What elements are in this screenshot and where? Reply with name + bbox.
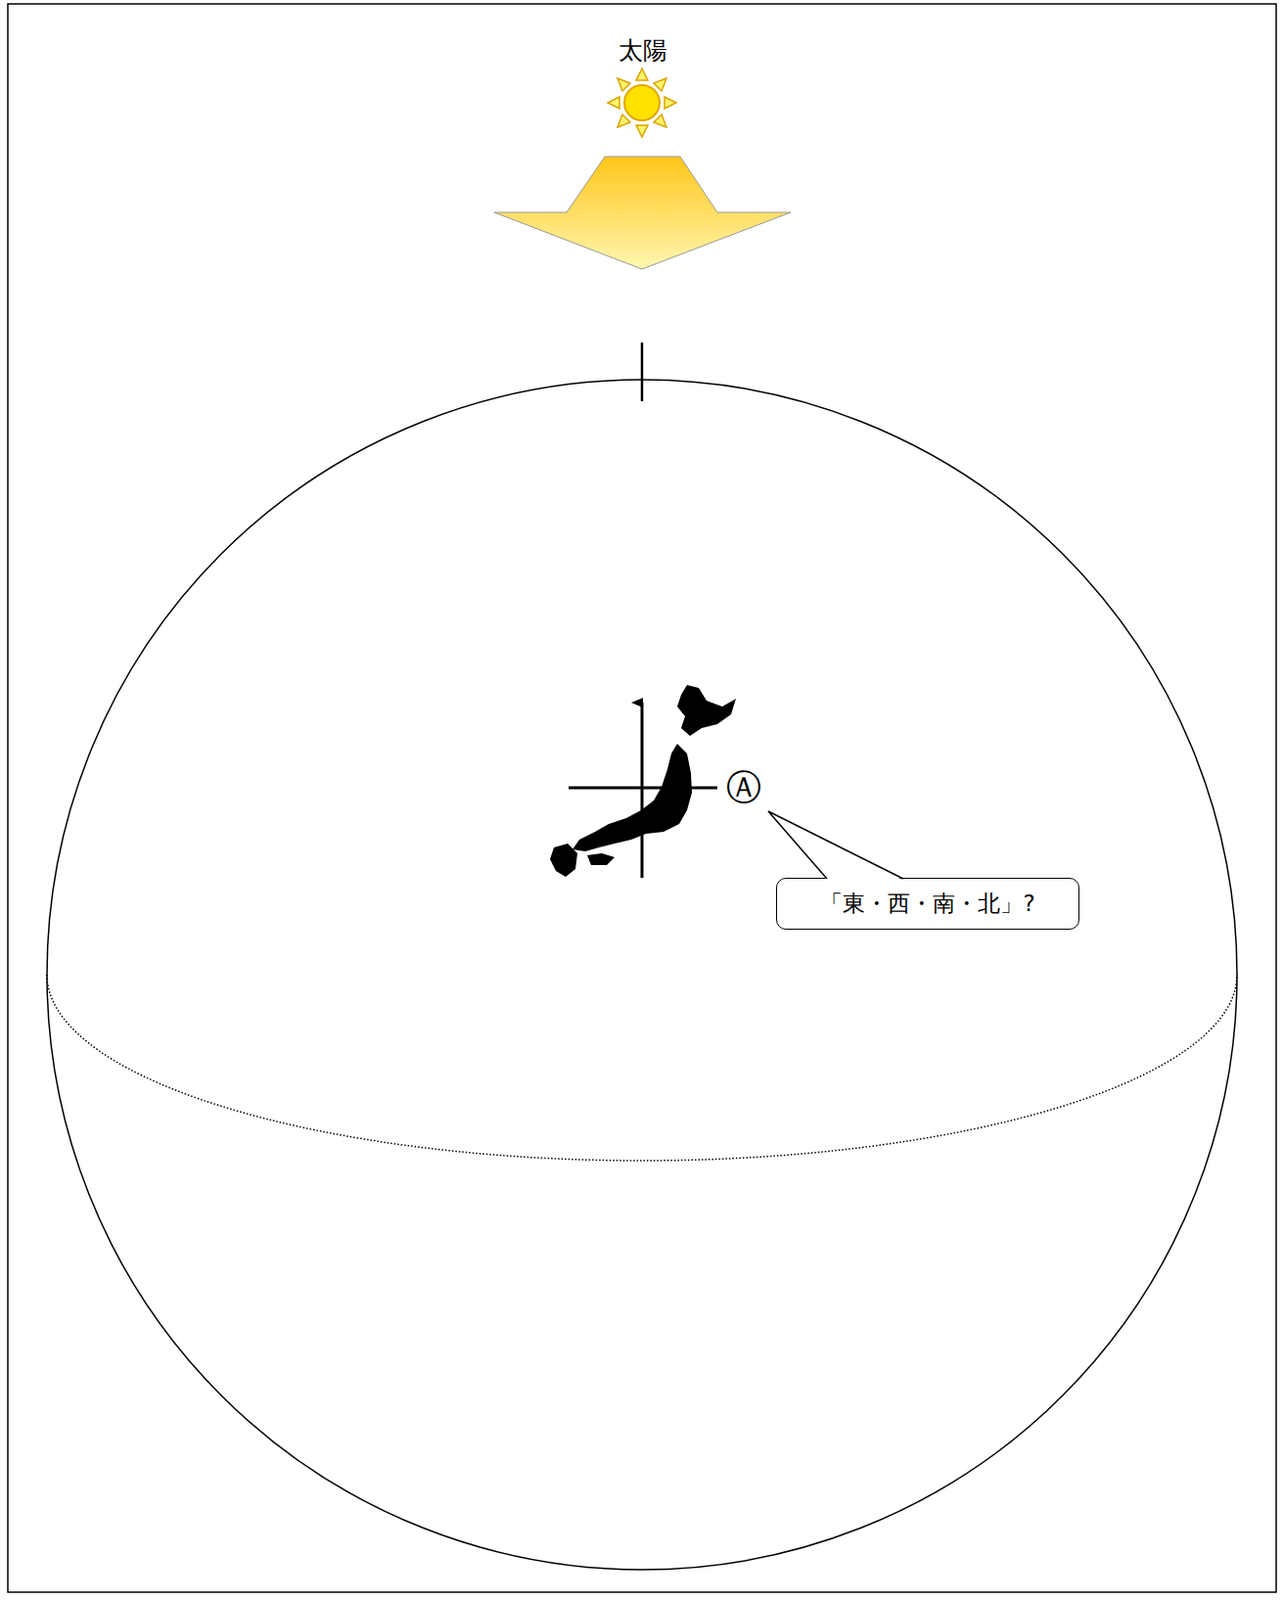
callout-bubble: 「東・西・南・北」? [776, 877, 1080, 930]
callout-text: 「東・西・南・北」? [820, 888, 1035, 919]
point-marker: Ⓐ [726, 768, 762, 808]
sun-icon [607, 68, 677, 138]
sunlight-arrow [494, 156, 791, 270]
east-west-axis [568, 786, 718, 790]
north-axis-arrow [641, 702, 644, 878]
page-frame [7, 3, 1277, 1593]
equator-line [46, 974, 1238, 1161]
sun-label: 太陽 [618, 37, 668, 65]
earth-outline [46, 379, 1238, 1570]
pole-tick [641, 342, 644, 402]
japan-map [549, 685, 736, 877]
